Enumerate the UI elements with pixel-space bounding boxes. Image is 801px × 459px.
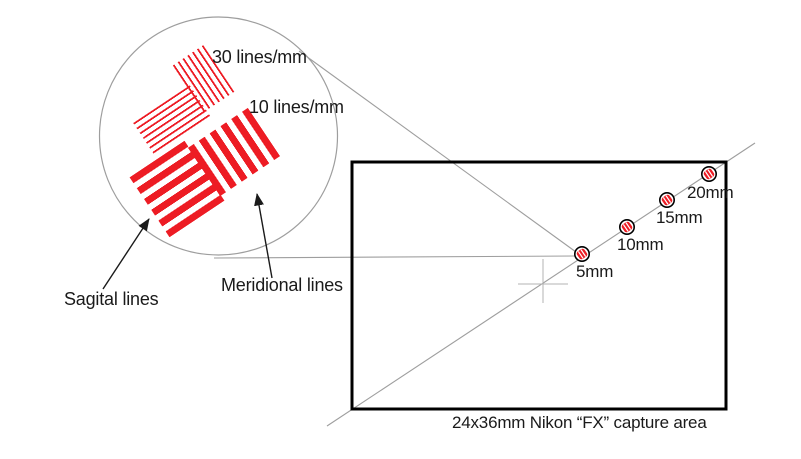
meridional-label: Meridional lines bbox=[221, 275, 343, 295]
test-target-10mm bbox=[618, 219, 635, 236]
center-crosshair bbox=[518, 259, 568, 303]
test-target-20mm bbox=[700, 166, 717, 183]
target-label-15mm: 15mm bbox=[656, 208, 703, 227]
target-label-5mm: 5mm bbox=[576, 262, 614, 281]
target-label-10mm: 10mm bbox=[617, 235, 664, 254]
coarse-lines-label: 10 lines/mm bbox=[249, 97, 344, 117]
fine-lines-label: 30 lines/mm bbox=[212, 47, 307, 67]
callout-line-upper bbox=[298, 50, 577, 253]
test-target-5mm bbox=[573, 246, 590, 263]
sagittal-arrow bbox=[102, 218, 150, 290]
sagittal-label: Sagital lines bbox=[64, 289, 159, 309]
callout-line-lower bbox=[213, 255, 576, 259]
magnifier-circle bbox=[98, 16, 339, 256]
target-label-20mm: 20mm bbox=[687, 183, 734, 202]
fx-frame bbox=[350, 160, 728, 411]
meridional-arrow bbox=[254, 193, 273, 279]
test-target-15mm bbox=[658, 192, 675, 209]
frame-caption: 24x36mm Nikon “FX” capture area bbox=[452, 413, 707, 432]
